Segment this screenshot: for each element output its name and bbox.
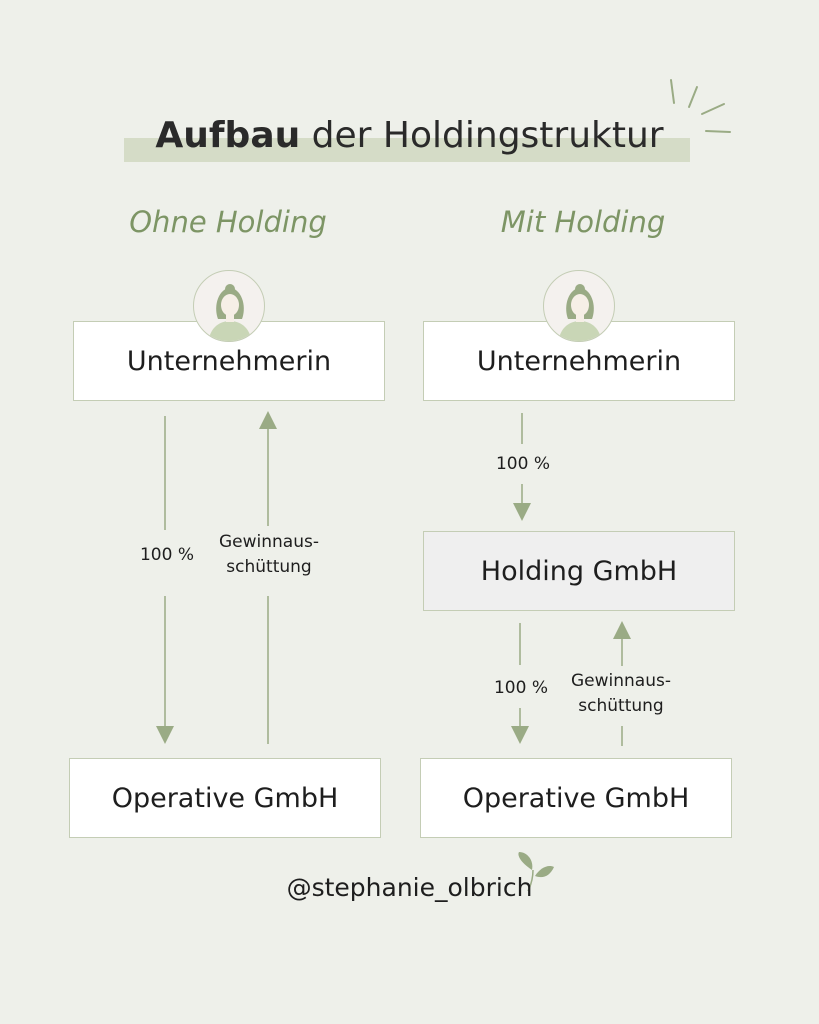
right-dividend-line-2: schüttung: [578, 696, 664, 716]
right-ownership-label-1: 100 %: [495, 454, 550, 474]
title-bold: Aufbau: [155, 115, 301, 156]
right-dividend-label: Gewinnaus- schüttung: [558, 669, 684, 719]
left-company-label: Operative GmbH: [111, 782, 339, 814]
author-handle: @stephanie_olbrich: [286, 873, 533, 902]
title-highlight: [124, 138, 690, 162]
right-owner-label: Unternehmerin: [476, 345, 682, 377]
woman-avatar-icon: [558, 284, 602, 341]
right-dividend-line-1: Gewinnaus-: [571, 671, 671, 691]
title-rest: der Holdingstruktur: [300, 115, 664, 156]
left-dividend-label: Gewinnaus- schüttung: [206, 530, 332, 580]
left-avatar: [193, 270, 265, 342]
holding-box: Holding GmbH: [423, 531, 735, 611]
left-ownership-label: 100 %: [139, 545, 194, 565]
right-up-arrowhead: [613, 621, 631, 639]
right-company-label: Operative GmbH: [462, 782, 690, 814]
left-owner-label: Unternehmerin: [126, 345, 332, 377]
right-company-box: Operative GmbH: [420, 758, 732, 838]
right-heading: Mit Holding: [500, 205, 666, 239]
left-dividend-line-1: Gewinnaus-: [219, 532, 319, 552]
left-up-arrowhead: [259, 411, 277, 429]
left-company-box: Operative GmbH: [69, 758, 381, 838]
left-dividend-line-2: schüttung: [226, 557, 312, 577]
right-down-arrowhead-2: [511, 726, 529, 744]
right-down-arrowhead-1: [513, 503, 531, 521]
holding-label: Holding GmbH: [480, 555, 678, 587]
left-heading: Ohne Holding: [129, 205, 327, 239]
woman-avatar-icon: [208, 284, 252, 341]
page-title: Aufbau der Holdingstruktur: [0, 114, 819, 158]
right-avatar: [543, 270, 615, 342]
left-down-arrowhead: [156, 726, 174, 744]
sparkle-icon: [670, 79, 731, 133]
leaf-icon: [518, 852, 554, 892]
right-ownership-label-2: 100 %: [493, 678, 548, 698]
